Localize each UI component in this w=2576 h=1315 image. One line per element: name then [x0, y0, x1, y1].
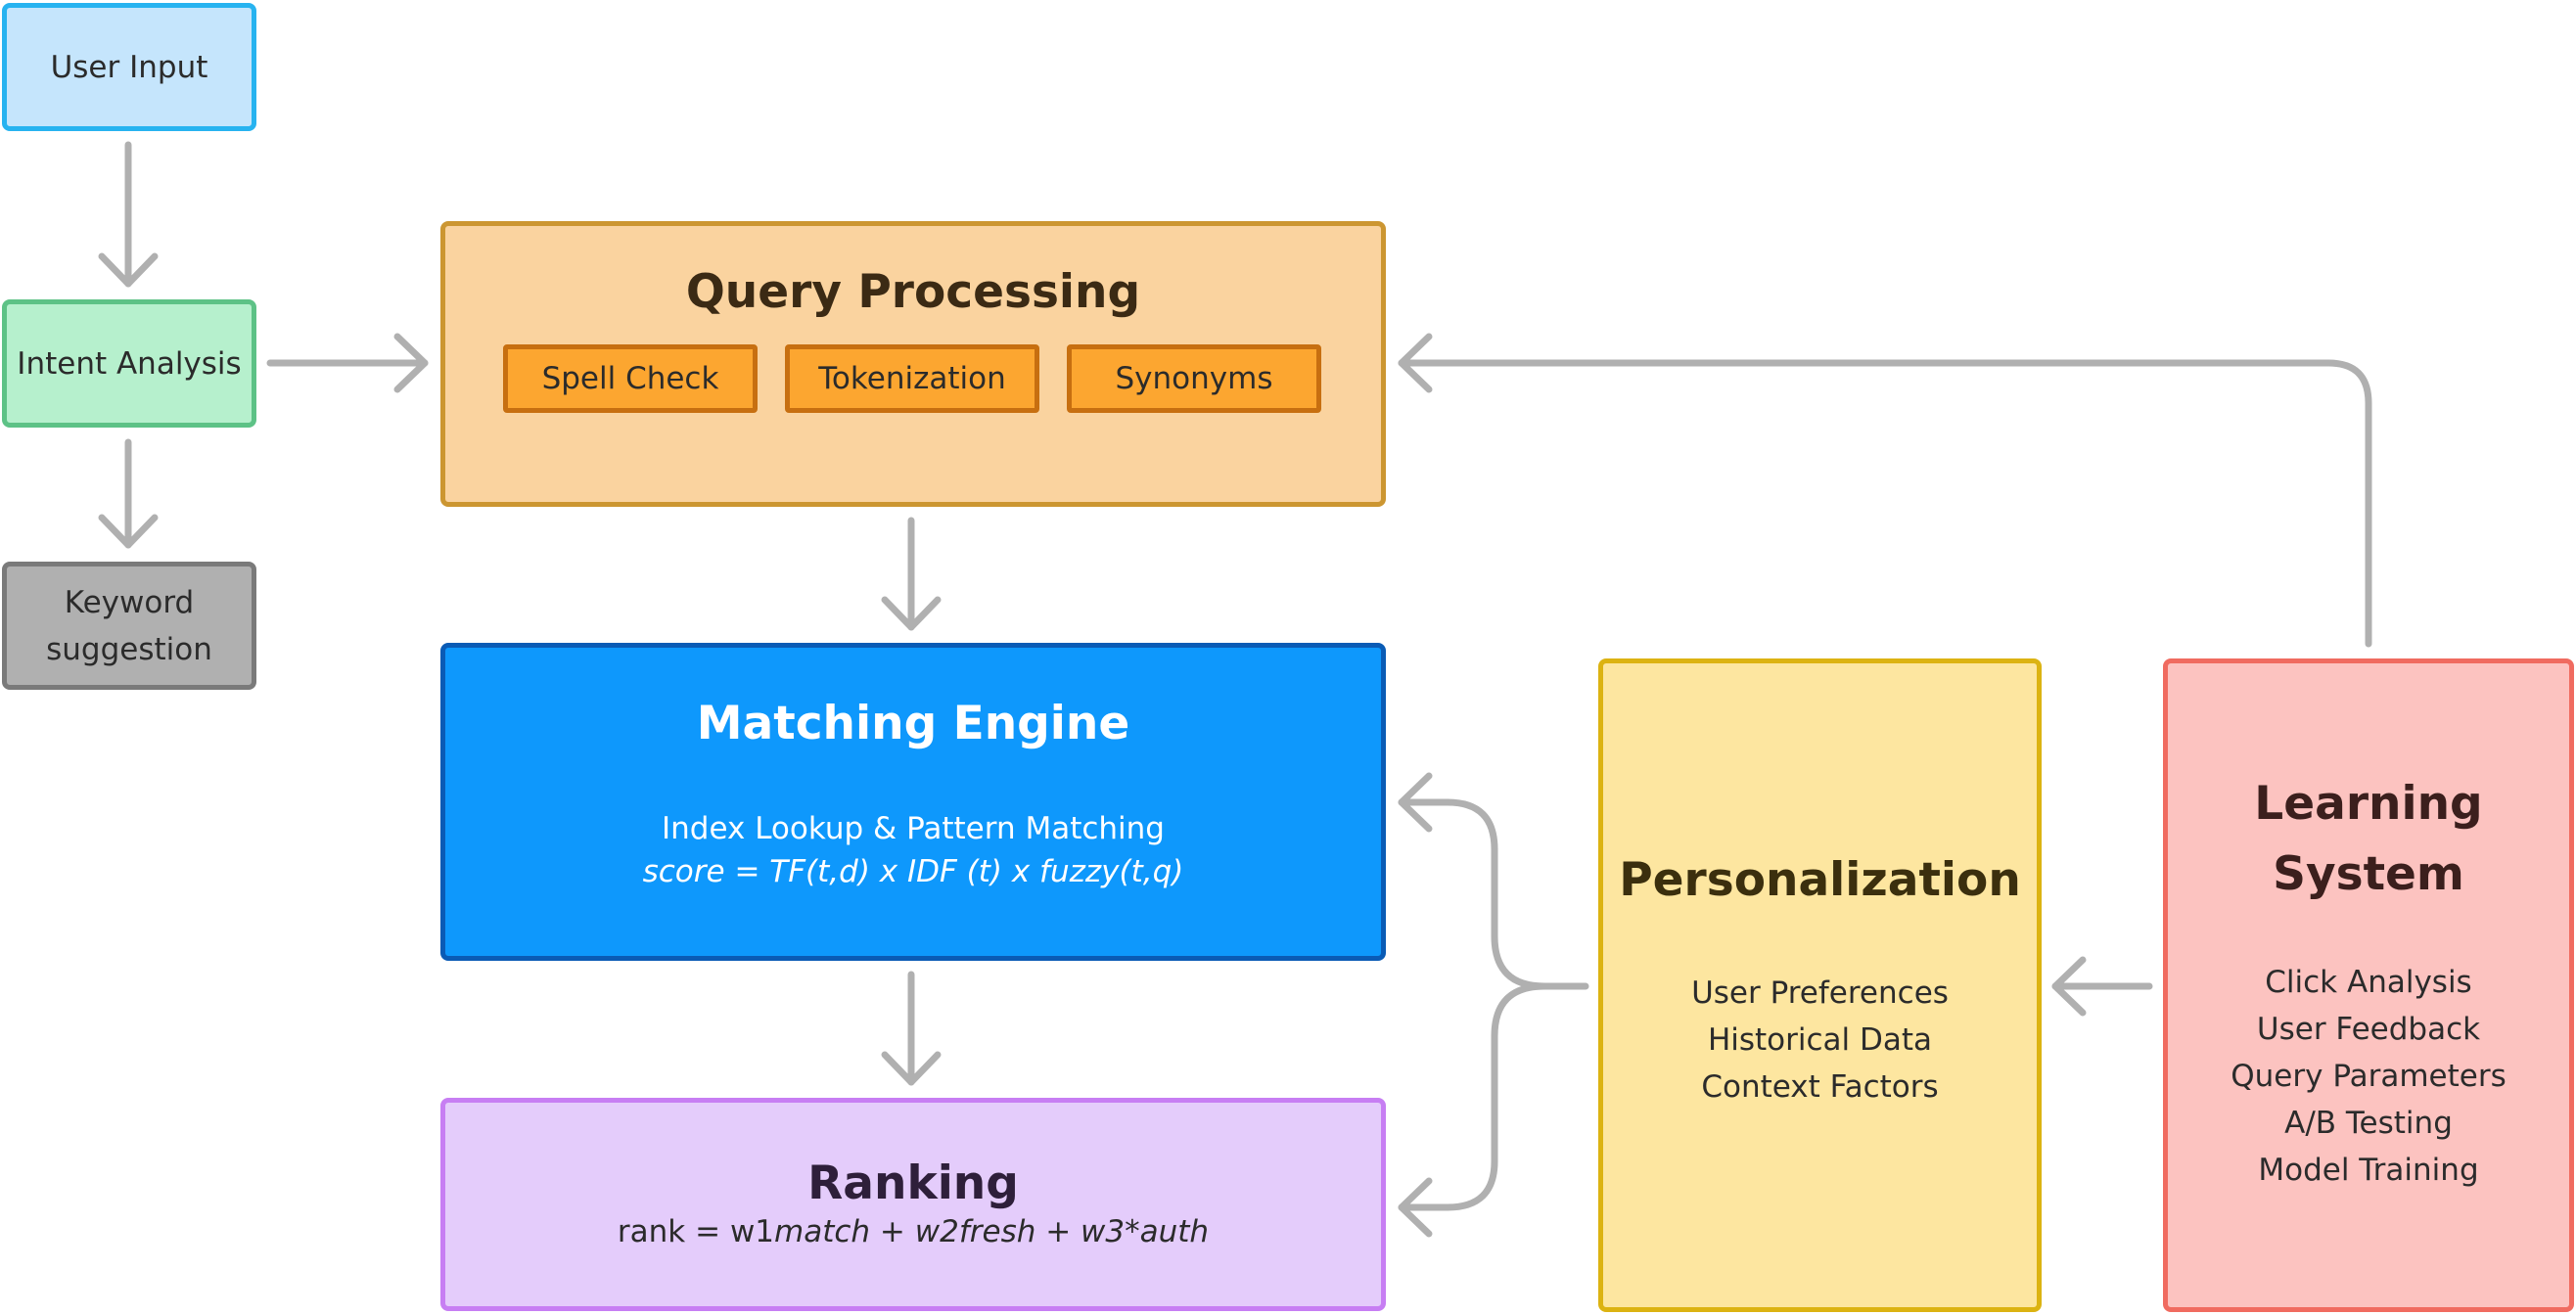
- arrow-intent-to-keyword: [98, 438, 159, 549]
- ranking-node: Ranking rank = w1match + w2fresh + w3*au…: [440, 1098, 1386, 1311]
- ranking-formula-prefix: rank = w1: [617, 1214, 775, 1249]
- query-processing-title: Query Processing: [685, 265, 1141, 319]
- user-input-node: User Input: [2, 3, 256, 131]
- ranking-formula: rank = w1match + w2fresh + w3*auth: [618, 1214, 1209, 1249]
- query-processing-steps: Spell Check Tokenization Synonyms: [445, 344, 1381, 423]
- learning-system-item: Query Parameters: [2231, 1059, 2507, 1094]
- matching-engine-node: Matching Engine Index Lookup & Pattern M…: [440, 643, 1386, 961]
- arrow-learning-to-query: [1398, 333, 2372, 648]
- query-processing-node: Query Processing Spell Check Tokenizatio…: [440, 221, 1386, 507]
- personalization-item: Context Factors: [1701, 1068, 1939, 1105]
- intent-analysis-node: Intent Analysis: [2, 299, 256, 428]
- ranking-formula-terms: match + w2fresh + w3*auth: [774, 1214, 1210, 1249]
- arrow-matching-to-ranking: [881, 971, 942, 1086]
- synonyms-step: Synonyms: [1067, 344, 1321, 413]
- learning-system-item: Model Training: [2258, 1153, 2479, 1188]
- personalization-item: User Preferences: [1691, 975, 1949, 1011]
- keyword-suggestion-label-line2: suggestion: [46, 631, 212, 667]
- arrow-learning-to-personalization: [2051, 956, 2153, 1017]
- arrow-intent-to-query: [266, 333, 429, 393]
- learning-system-item: Click Analysis: [2265, 965, 2472, 1000]
- learning-system-item: A/B Testing: [2284, 1106, 2453, 1141]
- learning-system-item: User Feedback: [2256, 1012, 2481, 1047]
- personalization-items: User Preferences Historical Data Context…: [1691, 970, 1949, 1111]
- ranking-title: Ranking: [807, 1156, 1019, 1210]
- personalization-node: Personalization User Preferences Histori…: [1598, 658, 2042, 1312]
- user-input-label: User Input: [50, 49, 208, 85]
- personalization-title: Personalization: [1619, 852, 2021, 907]
- tokenization-step: Tokenization: [785, 344, 1039, 413]
- arrow-personalization-split: [1398, 772, 1589, 1238]
- intent-analysis-label: Intent Analysis: [17, 345, 242, 382]
- matching-engine-formula: score = TF(t,d) x IDF (t) x fuzzy(t,q): [642, 854, 1184, 889]
- spell-check-step: Spell Check: [503, 344, 758, 413]
- arrow-user-input-to-intent: [98, 141, 159, 288]
- arrow-query-to-matching: [881, 517, 942, 631]
- learning-system-node: Learning System Click Analysis User Feed…: [2163, 658, 2574, 1312]
- keyword-suggestion-label-line1: Keyword: [64, 584, 195, 620]
- learning-system-items: Click Analysis User Feedback Query Param…: [2231, 959, 2507, 1194]
- matching-engine-description: Index Lookup & Pattern Matching: [662, 811, 1165, 846]
- learning-system-title: Learning System: [2254, 777, 2483, 901]
- personalization-item: Historical Data: [1707, 1021, 1933, 1058]
- keyword-suggestion-node: Keyword suggestion: [2, 562, 256, 690]
- matching-engine-title: Matching Engine: [696, 697, 1130, 750]
